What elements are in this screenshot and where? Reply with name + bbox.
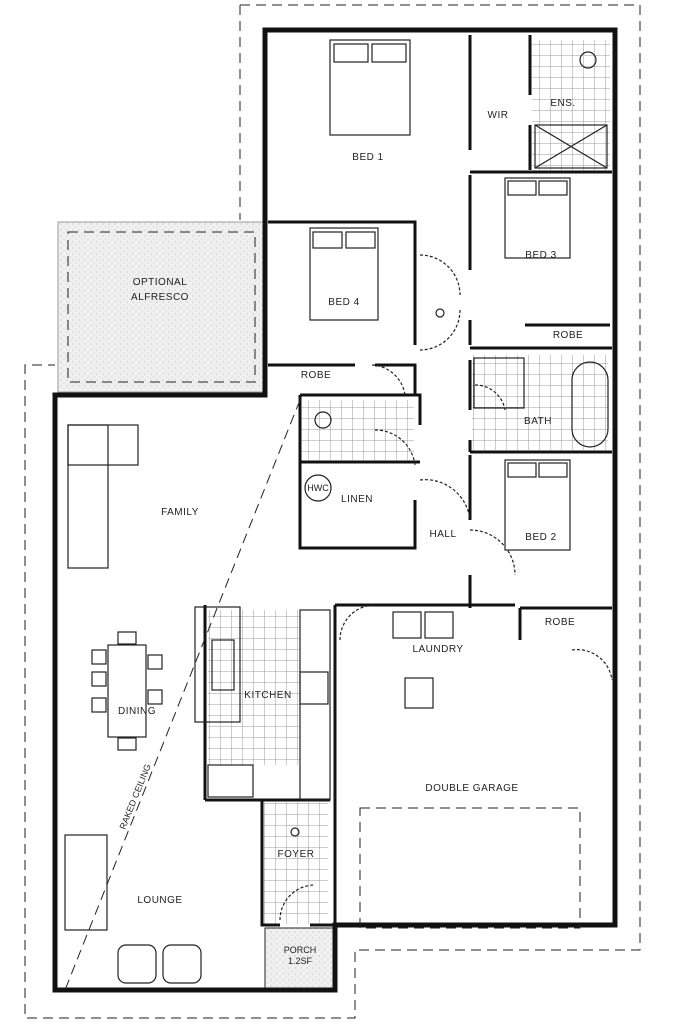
label-raked-ceiling: RAKED CEILING [118, 763, 153, 831]
wc-tiles [302, 400, 414, 460]
label-alfresco-1: OPTIONAL [133, 277, 188, 288]
site-boundary [24, 4, 641, 1019]
label-robe2: ROBE [545, 617, 575, 628]
alfresco-area [57, 221, 266, 393]
label-kitchen: KITCHEN [244, 690, 291, 701]
door-swings [279, 254, 613, 921]
shower [473, 357, 525, 409]
hwc-icon [304, 474, 332, 502]
cooktop [299, 671, 329, 705]
label-bed3: BED 3 [525, 250, 556, 261]
foyer-tiles [264, 802, 328, 924]
label-robe3: ROBE [553, 330, 583, 341]
bed-icons [309, 39, 571, 551]
label-bed1: BED 1 [352, 152, 383, 163]
label-alfresco-2: ALFRESCO [131, 292, 189, 303]
label-garage: DOUBLE GARAGE [425, 783, 518, 794]
interior-walls [203, 35, 612, 927]
label-ens: ENS. [550, 98, 575, 109]
label-linen: LINEN [341, 494, 373, 505]
label-robe4: ROBE [301, 370, 331, 381]
bathtub [571, 361, 609, 448]
label-bath: BATH [524, 416, 552, 427]
label-bed4: BED 4 [328, 297, 359, 308]
ensuite-tiles [532, 40, 610, 170]
label-porch-2: 1.2SF [288, 956, 313, 966]
furniture [64, 424, 202, 984]
label-porch-1: PORCH [284, 945, 317, 955]
label-hall: HALL [429, 529, 456, 540]
label-lounge: LOUNGE [137, 895, 182, 906]
kitchen-tiles [208, 610, 300, 765]
label-laundry: LAUNDRY [412, 644, 463, 655]
laundry-tub [392, 611, 422, 639]
label-foyer: FOYER [278, 849, 315, 860]
label-hwc: HWC [307, 483, 329, 493]
raked-ceiling-line [64, 399, 301, 991]
label-family: FAMILY [161, 507, 199, 518]
label-dining: DINING [118, 706, 156, 717]
exterior-walls [52, 27, 618, 993]
label-wir: WIR [488, 110, 509, 121]
toilet [579, 51, 597, 69]
garage-door [359, 807, 581, 929]
kitchen-island [194, 606, 241, 723]
bath-tiles [472, 355, 608, 450]
label-bed2: BED 2 [525, 532, 556, 543]
